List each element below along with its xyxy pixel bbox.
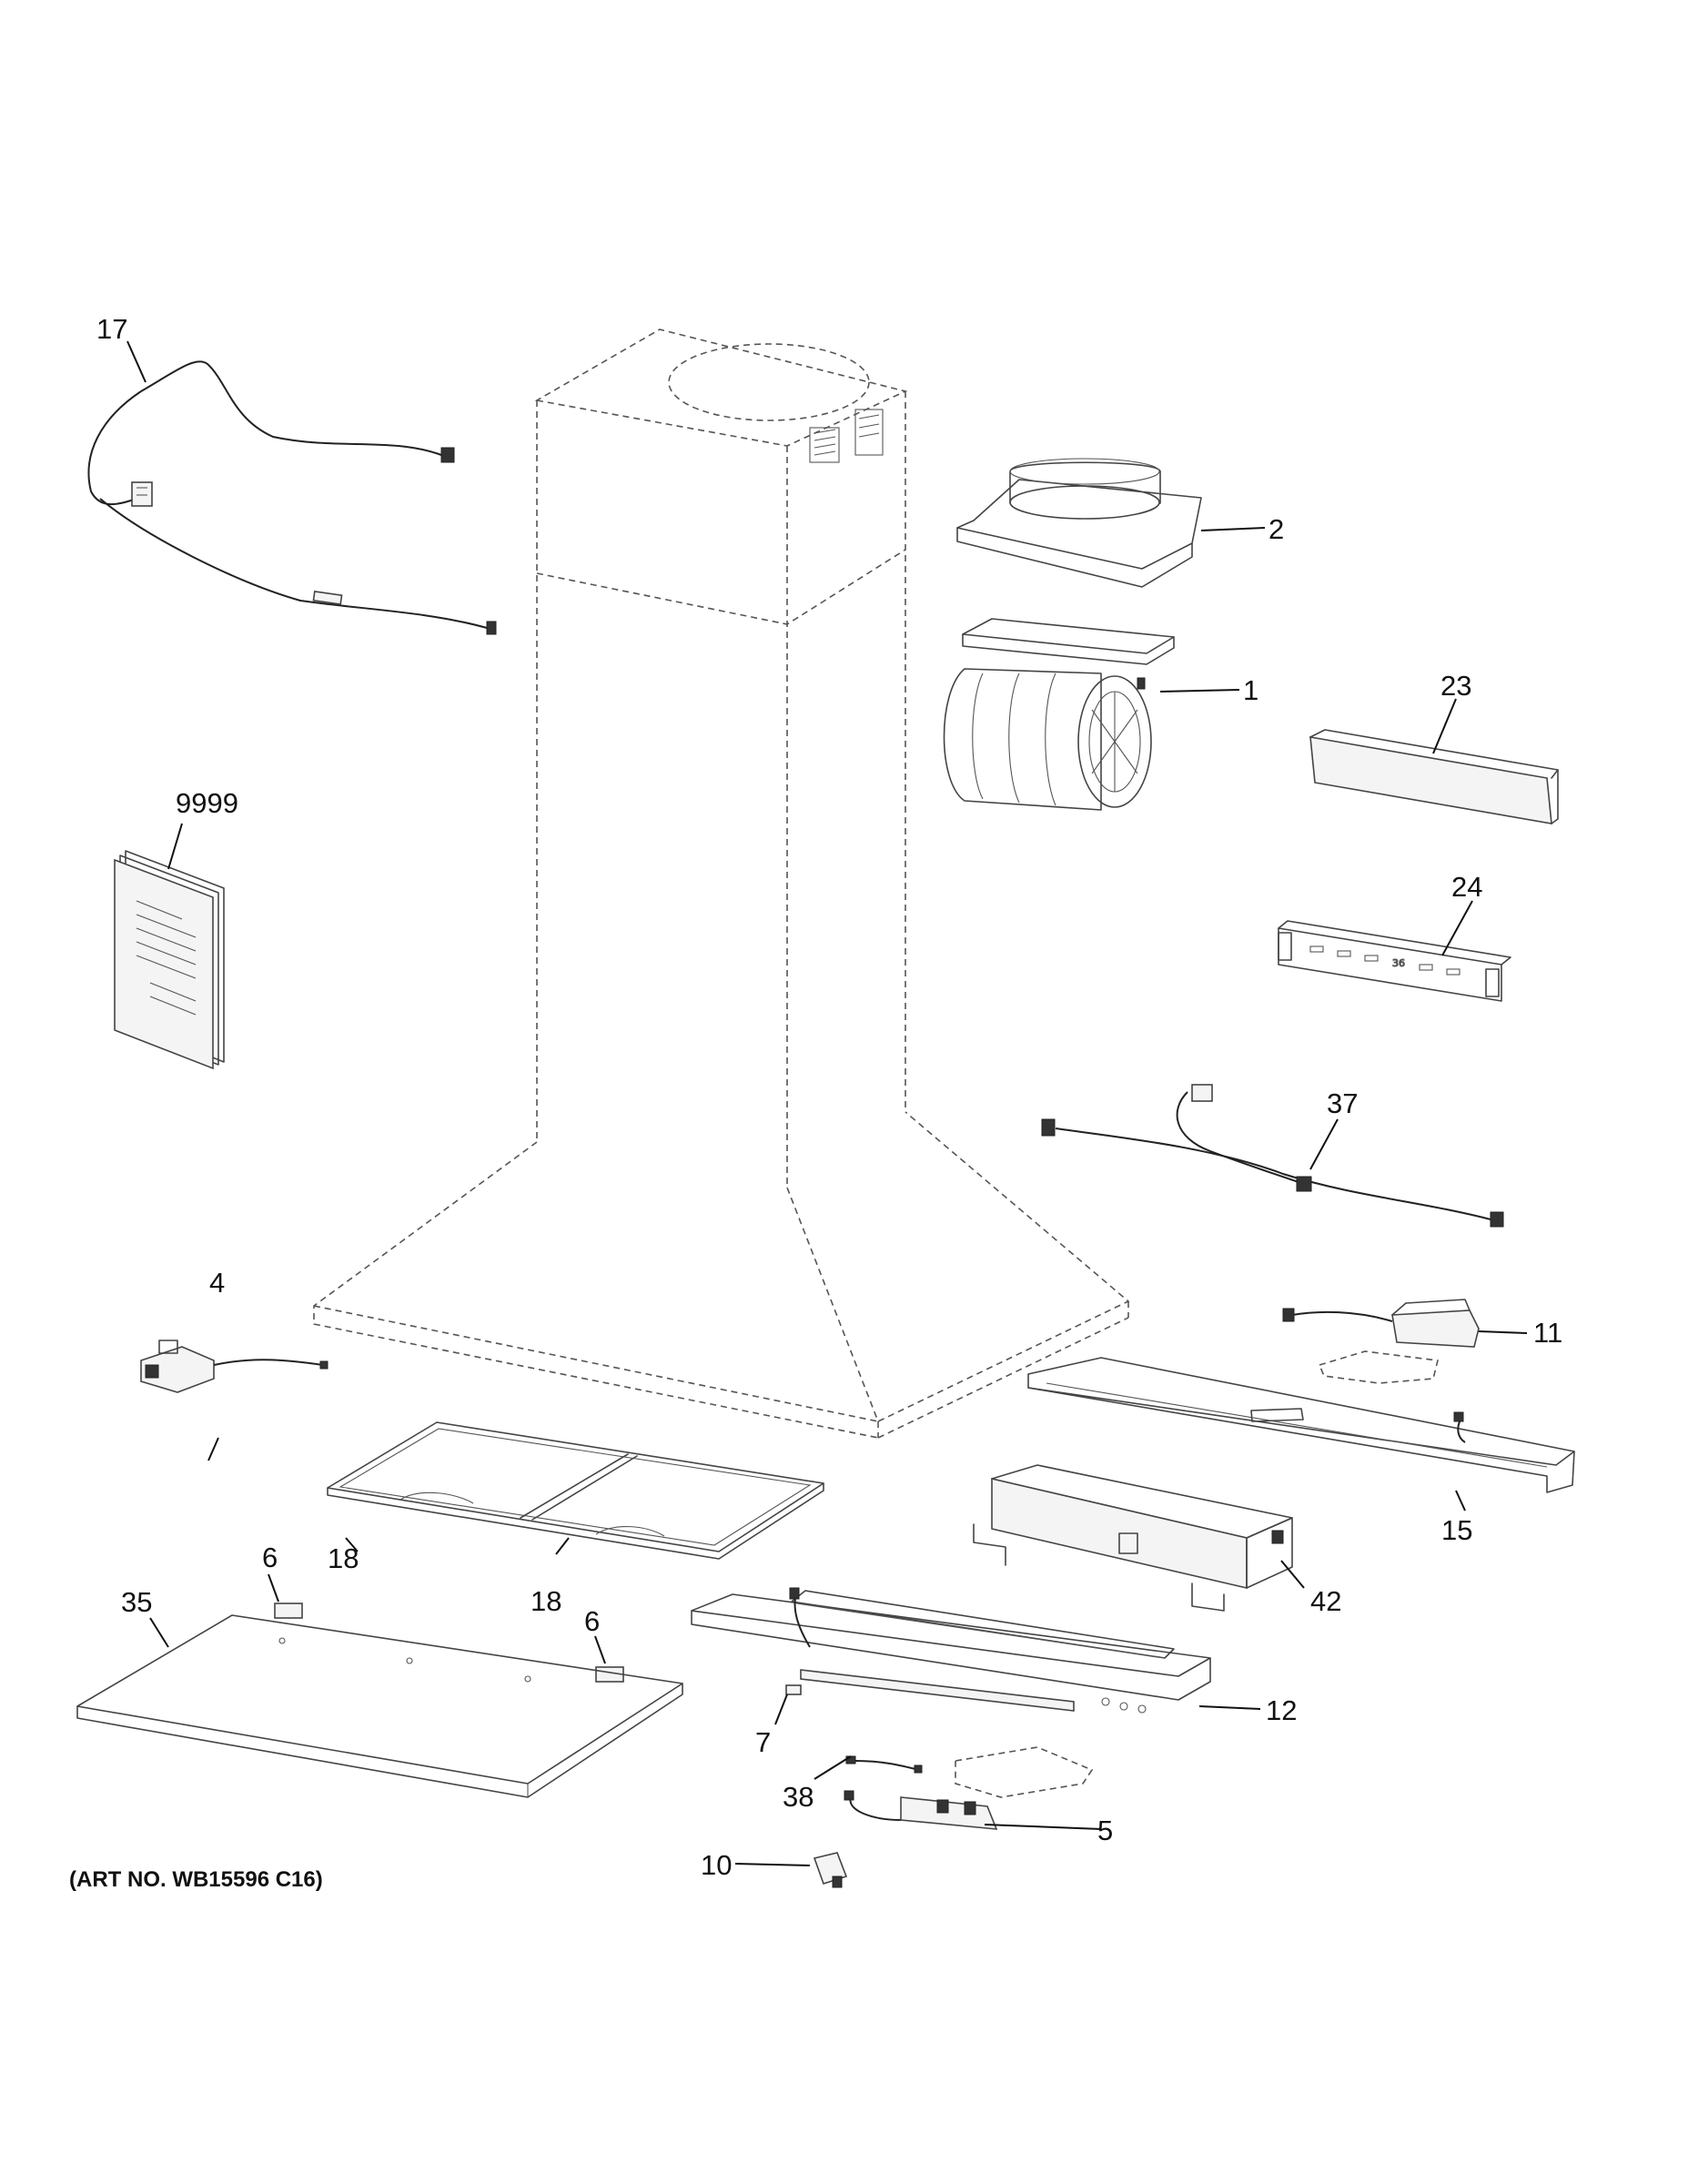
charcoal-filter-23	[1309, 729, 1559, 824]
wire-harness-37	[1041, 1084, 1504, 1228]
callout-35: 35	[121, 1586, 152, 1618]
light-module-dashed	[955, 1746, 1094, 1798]
manual-9999	[114, 850, 225, 1070]
damper-motor-4	[140, 1340, 329, 1393]
callout-18a: 18	[328, 1542, 359, 1574]
bottom-panel-35	[76, 1614, 683, 1798]
callout-37: 37	[1327, 1087, 1358, 1119]
connector-7	[785, 1684, 802, 1695]
callout-1: 1	[1243, 674, 1258, 706]
blower-assembly-1	[943, 618, 1175, 811]
damper-collar-2	[956, 458, 1202, 588]
power-supply-11	[1282, 1299, 1480, 1384]
callout-24: 24	[1451, 871, 1482, 903]
callout-23: 23	[1440, 670, 1471, 702]
filter-clip-6a	[274, 1603, 303, 1619]
callout-10: 10	[701, 1849, 732, 1881]
callout-42: 42	[1310, 1585, 1341, 1617]
bracket-size-marking: 36	[1392, 957, 1405, 969]
callout-38: 38	[783, 1781, 814, 1813]
light-rail-15	[1027, 1357, 1575, 1493]
callout-2: 2	[1269, 513, 1284, 545]
callout-4: 4	[209, 1267, 225, 1299]
mounting-bracket-24: 36	[1278, 920, 1511, 1002]
callout-18b: 18	[531, 1585, 561, 1617]
hood-canopy-outline	[313, 1111, 1130, 1439]
wire-harness-17	[87, 360, 497, 635]
callout-15: 15	[1441, 1514, 1472, 1546]
callout-labels: 17 2 1 23 9999 24 37 4 11 15 18 18 6 6 3…	[96, 313, 1562, 1881]
callout-5: 5	[1097, 1815, 1113, 1846]
wire-38	[845, 1755, 923, 1774]
led-board-5	[844, 1790, 998, 1830]
callout-9999: 9999	[176, 787, 238, 819]
control-box-42	[973, 1464, 1293, 1612]
callout-11: 11	[1533, 1317, 1562, 1349]
callout-17: 17	[96, 313, 127, 345]
switch-10	[813, 1852, 848, 1888]
callout-leaders	[126, 340, 1528, 1866]
callout-7: 7	[755, 1726, 771, 1758]
callout-12: 12	[1266, 1694, 1297, 1726]
callout-6a: 6	[262, 1542, 278, 1573]
callout-6b: 6	[584, 1605, 600, 1637]
light-rail-12	[691, 1587, 1211, 1714]
hood-chimney-outline	[534, 329, 908, 1188]
art-number-label: (ART NO. WB15596 C16)	[69, 1867, 323, 1892]
grease-filters-18	[327, 1421, 824, 1560]
